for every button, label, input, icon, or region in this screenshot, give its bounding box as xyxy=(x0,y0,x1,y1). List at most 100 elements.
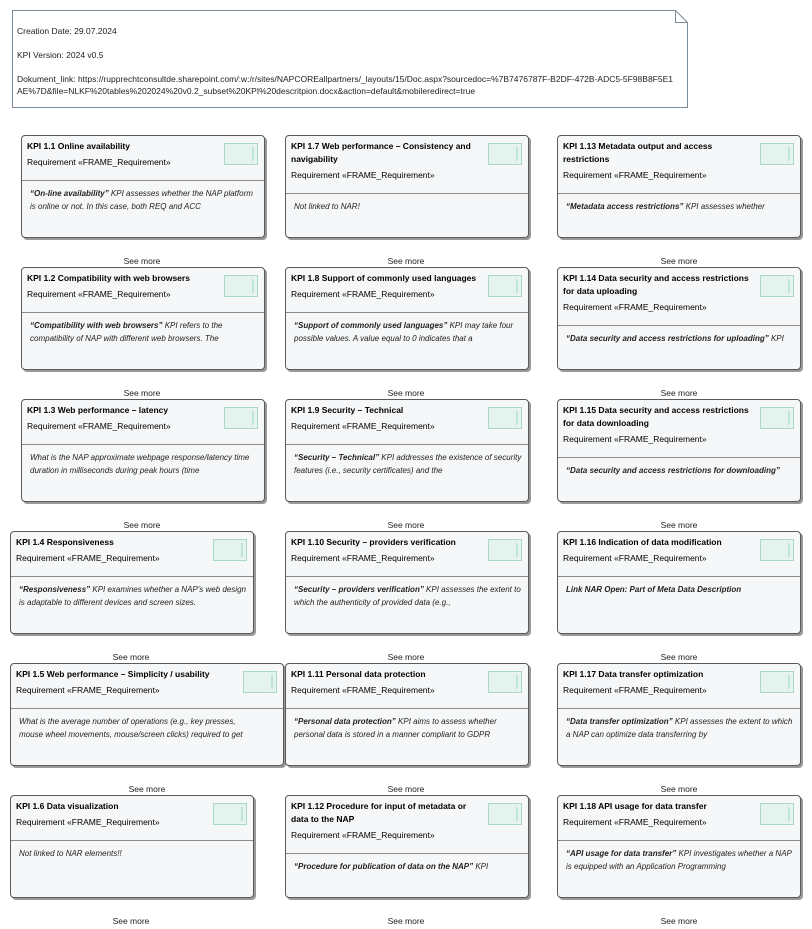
card-header-divider xyxy=(286,136,528,194)
requirement-card[interactable]: KPI 1.14 Data security and access restri… xyxy=(557,267,801,370)
see-more-link[interactable]: See more xyxy=(387,256,425,266)
see-more-link[interactable]: See more xyxy=(387,388,425,398)
requirement-stereotype: Requirement «FRAME_Requirement» xyxy=(291,685,435,695)
requirement-title: KPI 1.1 Online availability xyxy=(27,141,130,151)
description-emphasis: Link NAR Open: Part of Meta Data Descrip… xyxy=(566,585,742,594)
note-frame xyxy=(12,10,688,108)
requirement-stereotype: Requirement «FRAME_Requirement» xyxy=(563,434,707,444)
requirement-card[interactable]: KPI 1.13 Metadata output and access rest… xyxy=(557,135,801,238)
see-more-link[interactable]: See more xyxy=(128,784,166,794)
see-more-link[interactable]: See more xyxy=(123,520,161,530)
see-more-link[interactable]: See more xyxy=(123,388,161,398)
see-more-link[interactable]: See more xyxy=(112,916,150,926)
requirement-card[interactable]: KPI 1.10 Security – providers verificati… xyxy=(285,531,529,634)
requirement-card[interactable]: KPI 1.5 Web performance – Simplicity / u… xyxy=(10,663,284,766)
requirement-description: “Procedure for publication of data on th… xyxy=(294,860,522,873)
requirement-stereotype: Requirement «FRAME_Requirement» xyxy=(563,170,707,180)
card-header-divider xyxy=(558,532,800,577)
requirement-stereotype: Requirement «FRAME_Requirement» xyxy=(563,302,707,312)
requirement-stereotype: Requirement «FRAME_Requirement» xyxy=(563,817,707,827)
requirement-card[interactable]: KPI 1.8 Support of commonly used languag… xyxy=(285,267,529,370)
requirement-icon xyxy=(224,407,258,429)
requirement-icon xyxy=(760,803,794,825)
requirement-description: “Metadata access restrictions” KPI asses… xyxy=(566,200,794,213)
description-text: KPI assesses whether xyxy=(683,202,765,211)
description-emphasis: “Data security and access restrictions f… xyxy=(566,334,769,343)
description-emphasis: “Procedure for publication of data on th… xyxy=(294,862,474,871)
requirement-title: KPI 1.7 Web performance – Consistency an… xyxy=(291,141,471,164)
see-more-link[interactable]: See more xyxy=(387,916,425,926)
document-note[interactable]: Creation Date: 29.07.2024 KPI Version: 2… xyxy=(12,10,688,108)
requirement-card[interactable]: KPI 1.16 Indication of data modification… xyxy=(557,531,801,634)
see-more-link[interactable]: See more xyxy=(660,520,698,530)
requirement-card[interactable]: KPI 1.12 Procedure for input of metadata… xyxy=(285,795,529,898)
card-header-divider xyxy=(286,796,528,854)
requirement-title: KPI 1.11 Personal data protection xyxy=(291,669,426,679)
requirement-description: “Compatibility with web browsers” KPI re… xyxy=(30,319,258,345)
card-header-divider xyxy=(286,268,528,313)
card-header-divider xyxy=(286,532,528,577)
description-text: KPI addresses the existence of security … xyxy=(294,453,522,475)
requirement-title: KPI 1.14 Data security and access restri… xyxy=(563,273,749,296)
card-header-divider xyxy=(22,400,264,445)
requirement-card[interactable]: KPI 1.7 Web performance – Consistency an… xyxy=(285,135,529,238)
card-header-divider xyxy=(558,664,800,709)
requirement-title: KPI 1.3 Web performance – latency xyxy=(27,405,169,415)
requirement-description: “Support of commonly used languages” KPI… xyxy=(294,319,522,345)
see-more-link[interactable]: See more xyxy=(660,256,698,266)
creation-date: Creation Date: 29.07.2024 xyxy=(17,26,117,36)
see-more-link[interactable]: See more xyxy=(123,256,161,266)
see-more-link[interactable]: See more xyxy=(387,784,425,794)
description-text: KPI xyxy=(768,334,784,343)
requirement-description: “Personal data protection” KPI aims to a… xyxy=(294,715,522,741)
requirement-title: KPI 1.15 Data security and access restri… xyxy=(563,405,749,428)
requirement-description: “Data security and access restrictions f… xyxy=(566,332,794,345)
requirement-stereotype: Requirement «FRAME_Requirement» xyxy=(291,830,435,840)
requirement-description: What is the NAP approximate webpage resp… xyxy=(30,451,258,477)
description-emphasis: “Personal data protection” xyxy=(294,717,396,726)
requirement-description: Not linked to NAR! xyxy=(294,200,522,213)
requirement-icon xyxy=(760,143,794,165)
requirement-icon xyxy=(488,407,522,429)
requirement-card[interactable]: KPI 1.15 Data security and access restri… xyxy=(557,399,801,502)
see-more-link[interactable]: See more xyxy=(112,652,150,662)
requirement-title: KPI 1.2 Compatibility with web browsers xyxy=(27,273,190,283)
see-more-link[interactable]: See more xyxy=(660,652,698,662)
description-text: What is the average number of operations… xyxy=(19,717,243,739)
requirement-icon xyxy=(760,539,794,561)
requirement-stereotype: Requirement «FRAME_Requirement» xyxy=(291,553,435,563)
description-text: KPI refers to the compatibility of NAP w… xyxy=(30,321,223,343)
see-more-link[interactable]: See more xyxy=(660,916,698,926)
requirement-stereotype: Requirement «FRAME_Requirement» xyxy=(291,421,435,431)
description-text: KPI aims to assess whether personal data… xyxy=(294,717,497,739)
see-more-link[interactable]: See more xyxy=(660,388,698,398)
card-header-divider xyxy=(11,664,283,709)
requirement-title: KPI 1.5 Web performance – Simplicity / u… xyxy=(16,669,210,679)
requirement-description: “API usage for data transfer” KPI invest… xyxy=(566,847,794,873)
requirement-icon xyxy=(488,275,522,297)
description-emphasis: “Responsiveness” xyxy=(19,585,91,594)
see-more-link[interactable]: See more xyxy=(387,520,425,530)
see-more-link[interactable]: See more xyxy=(660,784,698,794)
description-text: KPI assesses the extent to which the aut… xyxy=(294,585,521,607)
requirement-description: “Data transfer optimization” KPI assesse… xyxy=(566,715,794,741)
description-text: KPI investigates whether a NAP is equipp… xyxy=(566,849,792,871)
document-link[interactable]: Dokument_link: https://rupprechtconsultd… xyxy=(17,74,674,96)
requirement-icon xyxy=(760,407,794,429)
requirement-stereotype: Requirement «FRAME_Requirement» xyxy=(291,289,435,299)
card-header-divider xyxy=(558,268,800,326)
description-text: Not linked to NAR! xyxy=(294,202,360,211)
requirement-description: “Security – providers verification” KPI … xyxy=(294,583,522,609)
see-more-link[interactable]: See more xyxy=(387,652,425,662)
description-text: What is the NAP approximate webpage resp… xyxy=(30,453,250,475)
card-header-divider xyxy=(286,664,528,709)
